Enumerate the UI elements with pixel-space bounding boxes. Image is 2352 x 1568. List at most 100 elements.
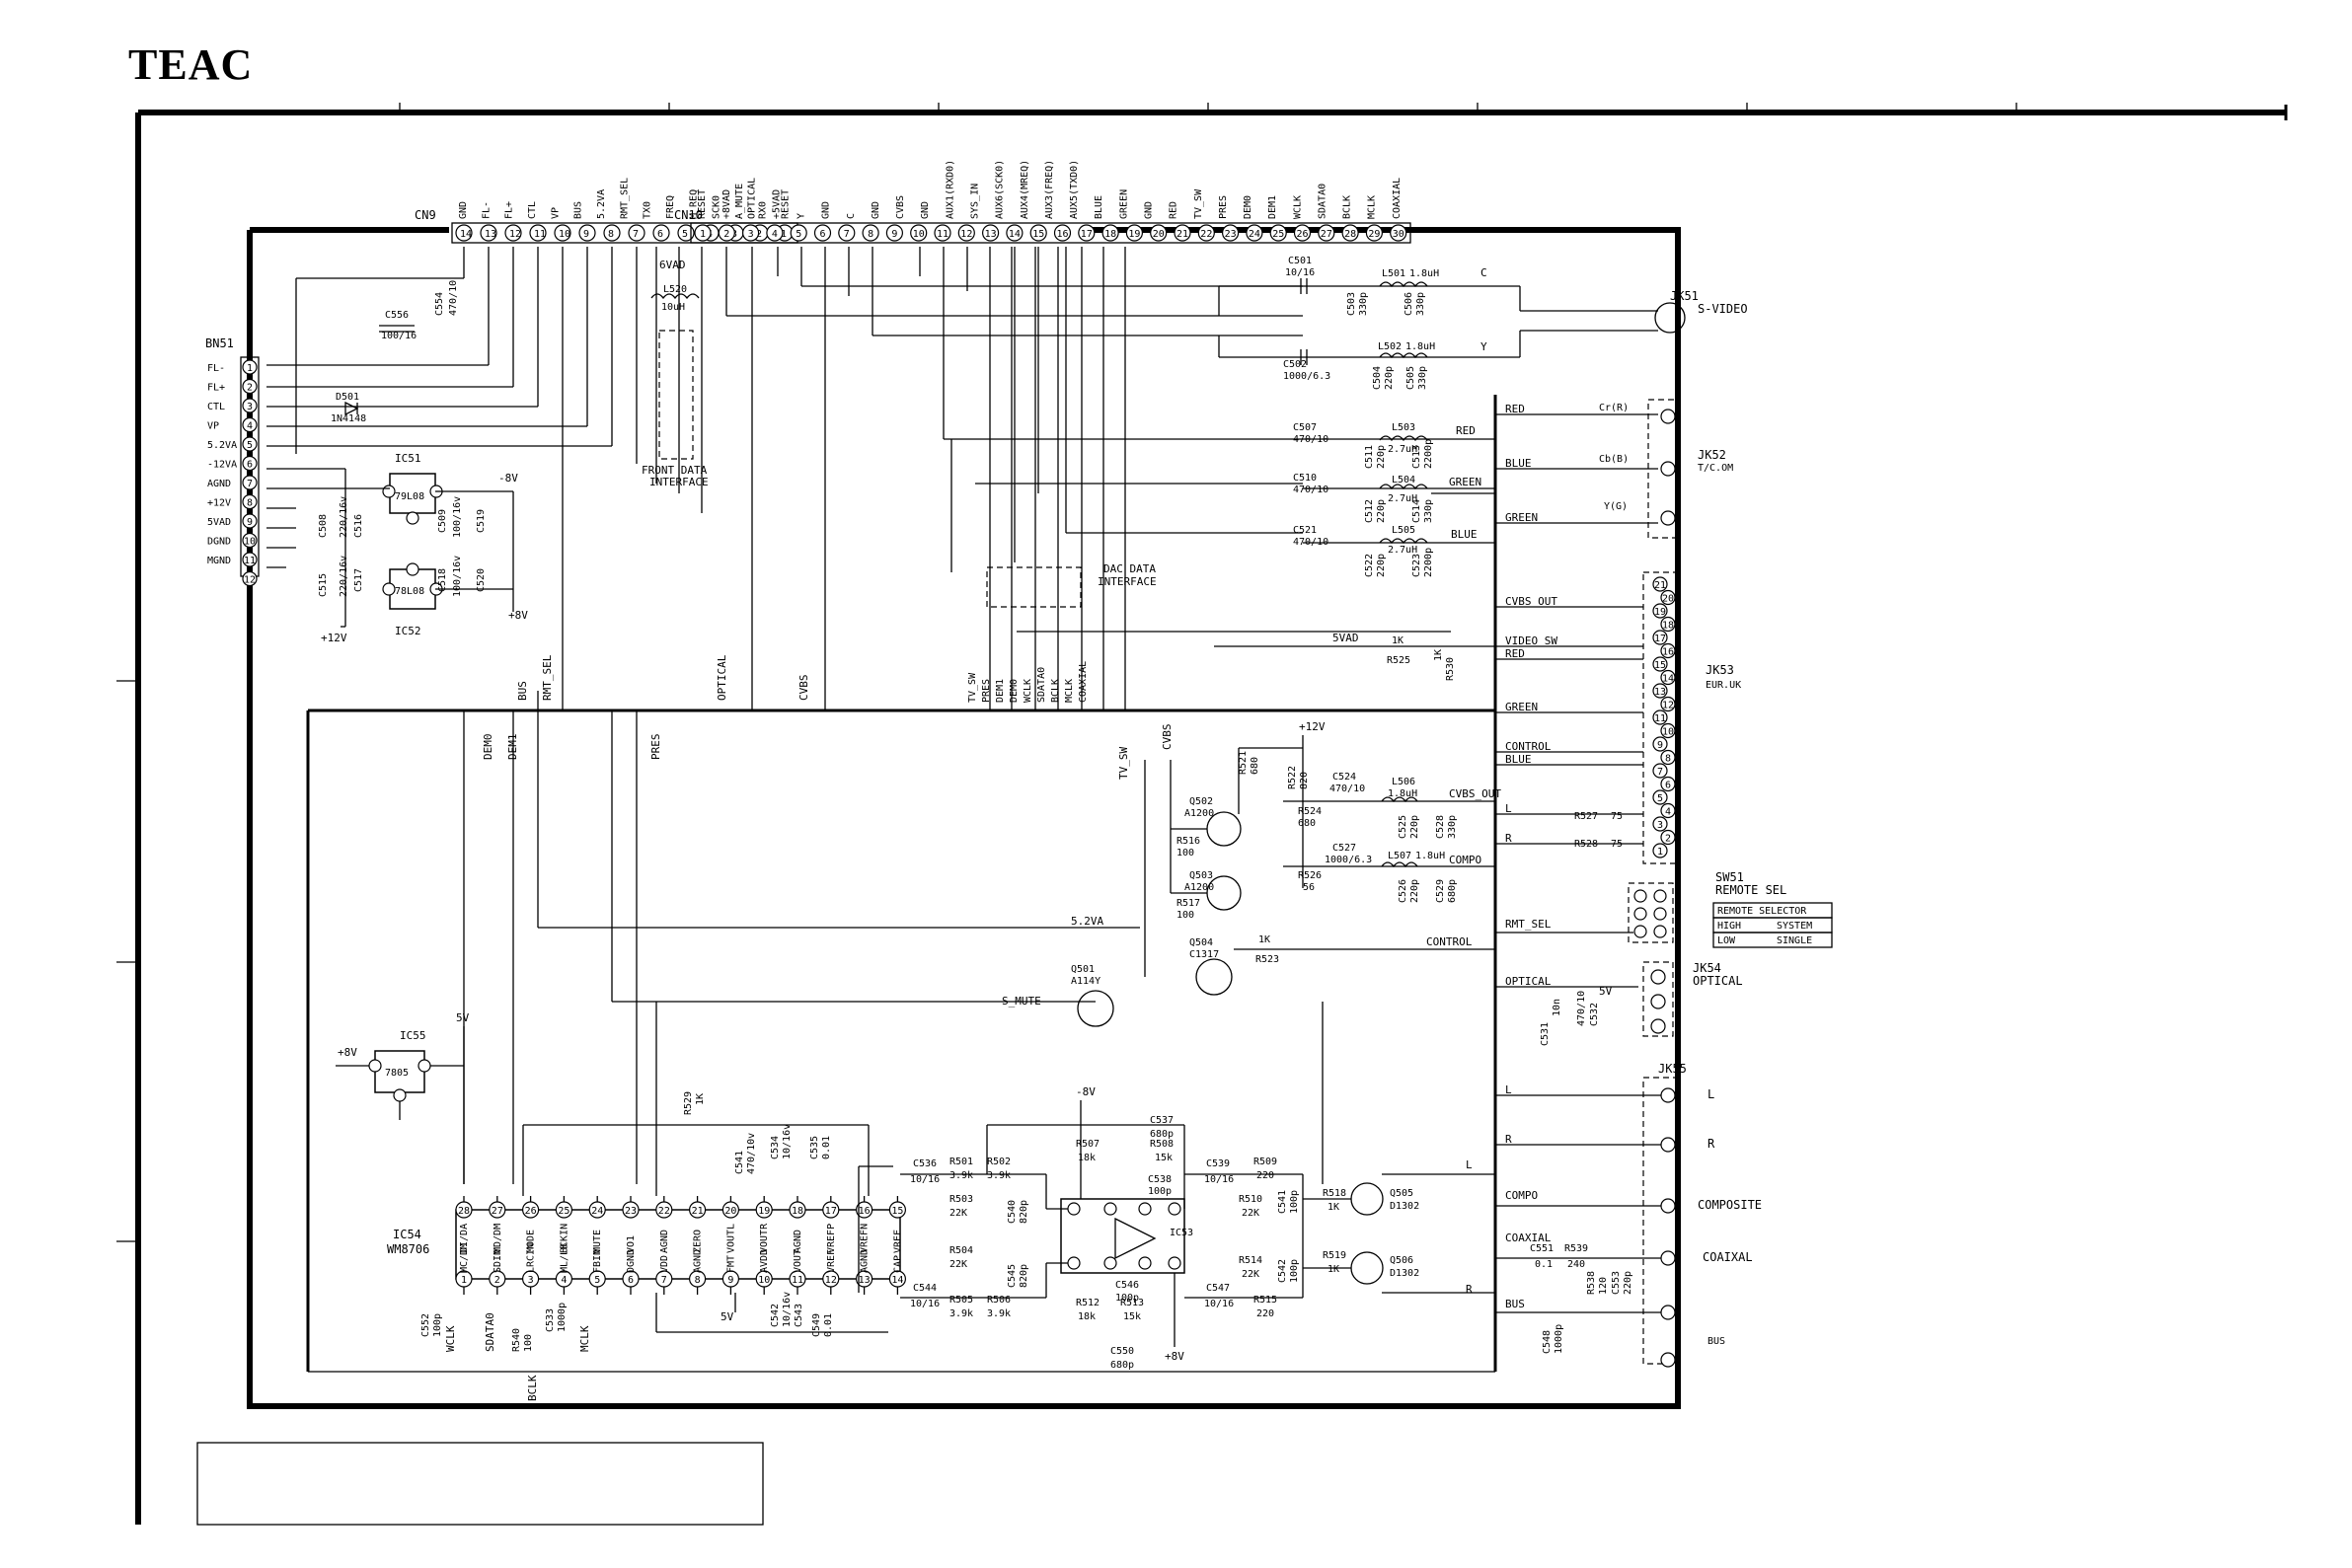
cn9-signal-label: VP xyxy=(550,207,561,219)
cn10-pin xyxy=(1197,224,1215,242)
cn10-pin xyxy=(1053,224,1072,242)
cn9-pin-number: 10 xyxy=(559,229,570,240)
c501-value: 10/16 xyxy=(1285,267,1315,278)
r503-ref: R503 xyxy=(949,1194,973,1205)
c545-ref: C545 xyxy=(1007,1264,1018,1288)
c511-value: 220p xyxy=(1376,445,1387,469)
cr-label: Cr(R) xyxy=(1599,403,1629,413)
cn10-signal-label: GND xyxy=(920,201,931,219)
r505-ref: R505 xyxy=(949,1295,973,1306)
cn10-pin-number: 7 xyxy=(844,229,850,240)
bn51-pin-number: 7 xyxy=(247,479,253,489)
remote-table-cell: REMOTE SELECTOR xyxy=(1717,906,1807,917)
cvbs-label-2: CVBS xyxy=(1161,724,1174,751)
r507-ref: R507 xyxy=(1076,1139,1100,1150)
jk53-pin xyxy=(1652,843,1668,859)
remote-table-cell: LOW xyxy=(1717,935,1736,946)
r508-value: 15k xyxy=(1155,1153,1173,1163)
cn10-pin-number: 24 xyxy=(1249,229,1260,240)
r521-value: 680 xyxy=(1250,757,1260,775)
cn10-pin xyxy=(1221,224,1240,242)
ic54-pin-signal: VREFP xyxy=(826,1224,837,1253)
ic54-pin-number: 28 xyxy=(458,1206,470,1217)
cn9-pin-number: 8 xyxy=(608,229,614,240)
c524-ref: C524 xyxy=(1332,772,1356,783)
jk53-pin-number: 8 xyxy=(1665,754,1671,765)
cn10-signal-label: BCLK xyxy=(1342,195,1353,219)
r518-ref: R518 xyxy=(1323,1188,1346,1199)
s-mute-label: S_MUTE xyxy=(1002,995,1041,1008)
cn10-pin xyxy=(934,224,951,242)
jk53-pin-number: 19 xyxy=(1654,607,1666,618)
bn51-pin-number: 4 xyxy=(247,421,253,432)
c551-ref: C551 xyxy=(1530,1243,1554,1254)
q502-value: A1200 xyxy=(1184,808,1214,819)
jk53-pin xyxy=(1652,709,1668,725)
ic54-pin-number: 8 xyxy=(695,1275,701,1286)
component-video-section: C507 470/10 L503 2.7uH C511 220p C513 22… xyxy=(1293,399,1733,577)
cn9-pin xyxy=(554,224,571,242)
ic54-pin-signal: MODE xyxy=(526,1230,537,1253)
r527-ref: R527 xyxy=(1574,811,1598,822)
cn10-pin xyxy=(694,224,712,242)
ic55-regulator: IC55 7805 +8V 5V xyxy=(336,1011,470,1184)
cn10-pin-number: 27 xyxy=(1321,229,1332,240)
ic54-pin-signal: AGND xyxy=(860,1249,871,1273)
jk53-pin xyxy=(1660,616,1676,633)
l503-ref: L503 xyxy=(1392,422,1415,433)
cn10-signal-label: TV_SW xyxy=(1193,188,1204,219)
bn51-signal-label: FL+ xyxy=(207,383,225,394)
bus-stack-label: WCLK xyxy=(1023,679,1033,703)
brand-logo: TEAC xyxy=(128,40,254,89)
c541-ref: C541 xyxy=(734,1151,745,1174)
cn9-pin-number: 7 xyxy=(633,229,639,240)
ic51-value: 79L08 xyxy=(395,491,424,502)
q505-ref: Q505 xyxy=(1390,1188,1413,1199)
ic54-pin-number: 27 xyxy=(492,1206,503,1217)
cn10-pin xyxy=(862,224,879,242)
cn10-signal-label: DEM1 xyxy=(1267,195,1278,219)
r527-value: 75 xyxy=(1611,811,1623,822)
compo-label-2: COMPO xyxy=(1505,1189,1538,1202)
cn10-pin-number: 28 xyxy=(1344,229,1356,240)
jk53-pin-number: 11 xyxy=(1654,713,1666,724)
cn10-signal-label: AUX3(FREQ) xyxy=(1044,160,1055,219)
c505-value: 330p xyxy=(1417,366,1428,390)
q503-ref: Q503 xyxy=(1189,870,1213,881)
jk53-pin xyxy=(1652,683,1668,699)
l504-value: 2.7uH xyxy=(1388,493,1417,504)
cn9-pin-number: 9 xyxy=(583,229,589,240)
cn10-pin-number: 18 xyxy=(1104,229,1116,240)
cn9-pin-number: 14 xyxy=(460,229,472,240)
jk53-ref: JK53 xyxy=(1706,663,1734,677)
cn10-pin-number: 13 xyxy=(985,229,997,240)
ic54-pin-number: 17 xyxy=(825,1206,837,1217)
r506-ref: R506 xyxy=(987,1295,1011,1306)
minus8v-label-b: -8V xyxy=(1076,1085,1096,1098)
c536-ref: C536 xyxy=(913,1158,937,1169)
plus12v-label-2: +12V xyxy=(1299,720,1326,733)
c513-ref: C513 xyxy=(1411,445,1422,469)
ic54-pin-signal: FBIN xyxy=(592,1249,603,1273)
coaxial-label: COAXIAL xyxy=(1505,1232,1552,1244)
l520-ref: L520 xyxy=(663,284,687,295)
ic54-pin-number: 5 xyxy=(594,1275,600,1286)
jk55-composite: COMPOSITE xyxy=(1698,1198,1762,1212)
c552-ref: C552 xyxy=(420,1313,431,1337)
jk53-pin-number: 14 xyxy=(1662,674,1674,685)
jk55-bus: BUS xyxy=(1707,1336,1725,1347)
bus-stack-label: DEM0 xyxy=(1009,679,1020,703)
r-label-3: R xyxy=(1466,1283,1473,1296)
q506-ref: Q506 xyxy=(1390,1255,1413,1266)
c505-ref: C505 xyxy=(1405,366,1416,390)
c553-value: 220p xyxy=(1623,1271,1633,1295)
r516-ref: R516 xyxy=(1176,836,1200,847)
c502-ref: C502 xyxy=(1283,359,1307,370)
cn10-signal-label: AUX4(MREQ) xyxy=(1020,160,1030,219)
jk53-pin xyxy=(1652,603,1668,619)
ic54-pin-signal: VREFN xyxy=(860,1224,871,1253)
cn9-pin xyxy=(455,224,473,242)
c554-ref: C554 xyxy=(434,292,445,316)
jk52-ref: JK52 xyxy=(1698,448,1726,462)
jk53-pin xyxy=(1660,722,1676,739)
